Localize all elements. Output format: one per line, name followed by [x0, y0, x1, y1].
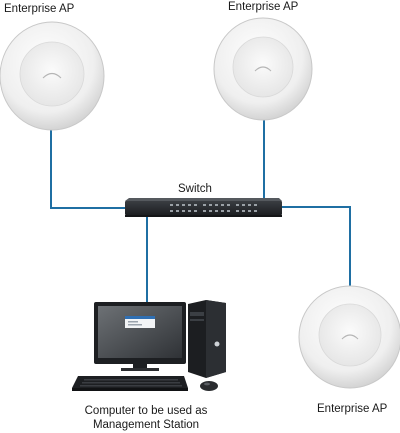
switch-icon [125, 198, 282, 217]
ap-disc-icon [213, 17, 313, 121]
ap-top-left-label: Enterprise AP [4, 3, 75, 15]
ap-bottom-right-label: Enterprise AP [317, 403, 388, 415]
ap-disc-icon [0, 21, 105, 131]
desktop-computer-icon [72, 300, 226, 391]
switch-label: Switch [178, 183, 212, 195]
ap-top-right-label: Enterprise AP [228, 1, 299, 13]
ap-disc-icon [298, 285, 400, 389]
cable-bottom-right-ap [281, 206, 351, 290]
computer-label-line1: Computer to be used as [84, 405, 208, 417]
computer-label-line2: Management Station [92, 419, 200, 431]
cables [50, 119, 351, 305]
cable-top-left-ap [50, 129, 125, 209]
